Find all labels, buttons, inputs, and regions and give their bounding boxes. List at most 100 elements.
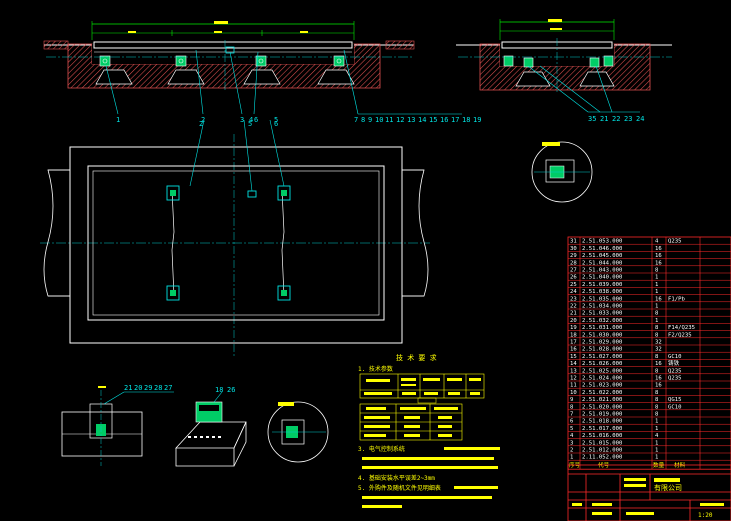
bom-code: 2.51.026.000 (582, 361, 622, 367)
bom-code: 2.51.019.000 (582, 412, 622, 418)
callout-label: 26 (227, 386, 235, 394)
bom-no: 3 (570, 440, 573, 446)
callout-label: 6 (254, 116, 258, 124)
bom-no: 7 (570, 412, 573, 418)
bom-code: 2.51.044.000 (582, 260, 622, 266)
callout-label: 21 (124, 384, 132, 392)
bom-qty: 8 (655, 412, 659, 418)
bom-qty: 8 (655, 311, 659, 317)
bom-material: QG15 (668, 397, 681, 403)
bom-qty: 32 (655, 347, 662, 353)
callout-label: 5 (274, 116, 278, 124)
bom-no: 2 (570, 448, 573, 454)
bom-qty: 16 (655, 383, 662, 389)
drawing-scale: 1:20 (698, 512, 713, 519)
bom-no: 21 (570, 311, 577, 317)
bom-qty: 1 (655, 419, 658, 425)
bom-no: 19 (570, 325, 577, 331)
bom-no: 26 (570, 275, 577, 281)
bom-qty: 8 (655, 325, 659, 331)
bom-material: Q235 (668, 239, 681, 245)
bom-code: 2.51.012.000 (582, 448, 622, 454)
bom-qty: 8 (655, 368, 659, 374)
bom-qty: 32 (655, 340, 662, 346)
detail-circle-bottom (267, 401, 329, 463)
bom-code: 2.51.016.000 (582, 433, 622, 439)
bom-qty: 16 (655, 296, 662, 302)
bom-qty: 8 (655, 332, 659, 338)
bom-qty: 8 (655, 268, 659, 274)
bom-code: 2.51.029.000 (582, 340, 622, 346)
bom-material: F2/Q235 (668, 332, 692, 338)
callout-label: 9 (368, 116, 372, 124)
tech-req-item: 5. 外购件及随机文件见明细表 (358, 484, 441, 492)
bom-qty: 16 (655, 361, 662, 367)
tech-req-item: 3. 电气控制系统 (358, 445, 405, 453)
tech-req-item: 4. 基础安装水平误差2~3mm (358, 474, 435, 482)
bom-code: 2.51.030.000 (582, 332, 622, 338)
detail-circle-top (531, 141, 593, 203)
callout-label: 19 (473, 116, 481, 124)
bom-qty: 1 (655, 282, 658, 288)
bom-no: 9 (570, 397, 573, 403)
bom-no: 24 (570, 289, 577, 295)
callout-label: 35 (588, 115, 596, 123)
bom-no: 18 (570, 332, 577, 338)
bom-no: 25 (570, 282, 577, 288)
bom-code: 2.51.043.000 (582, 268, 622, 274)
bom-material: F14/Q235 (668, 325, 695, 331)
bom-code: 2.51.024.000 (582, 376, 622, 382)
bom-no: 30 (570, 246, 577, 252)
callout-label: 22 (612, 115, 620, 123)
bom-no: 10 (570, 390, 577, 396)
bom-no: 22 (570, 304, 577, 310)
callout-label: 16 (440, 116, 448, 124)
callout-label: 11 (385, 116, 393, 124)
callout-label: 2 (201, 116, 205, 124)
bom-code: 2.51.022.000 (582, 390, 622, 396)
bom-code: 2.51.028.000 (582, 347, 622, 353)
callout-label: 12 (396, 116, 404, 124)
callout-label: 20 (134, 384, 142, 392)
bom-no: 17 (570, 340, 577, 346)
bom-code: 2.51.045.000 (582, 253, 622, 259)
title-block: 有限公司 1:20 (567, 464, 731, 521)
weighing-indicator-drawing (175, 391, 247, 467)
bom-material: 铸铁 (668, 359, 680, 367)
bom-material: GC10 (668, 404, 681, 410)
callout-label: 18 (462, 116, 470, 124)
callout-label: 14 (418, 116, 426, 124)
callout-label: 7 (354, 116, 358, 124)
bom-code: 2.51.020.000 (582, 404, 622, 410)
bom-no: 6 (570, 419, 573, 425)
bom-no: 12 (570, 376, 577, 382)
bom-no: 5 (570, 426, 573, 432)
bom-code: 2.51.039.000 (582, 282, 622, 288)
bom-qty: 16 (655, 253, 662, 259)
callout-label: 10 (375, 116, 383, 124)
bom-code: 2.51.046.000 (582, 246, 622, 252)
bom-code: 2.51.025.000 (582, 368, 622, 374)
technical-requirements: 技 术 要 求 1. 技术参数 (358, 353, 500, 508)
detail-1-callouts: 21 20 29 28 27 (124, 384, 172, 392)
bom-no: 1 (570, 455, 573, 461)
bom-code: 2.51.017.000 (582, 426, 622, 432)
side-section (456, 19, 672, 113)
bom-qty: 16 (655, 246, 662, 252)
plan-callouts: 2 5 6 (199, 120, 278, 128)
bom-material: Q235 (668, 368, 681, 374)
callout-label: 21 (600, 115, 608, 123)
bom-qty: 4 (655, 433, 659, 439)
callout-label: 15 (429, 116, 437, 124)
bom-no: 28 (570, 260, 577, 266)
detail-2-callouts: 18 26 (215, 386, 235, 394)
bom-qty: 8 (655, 390, 659, 396)
bom-qty: 1 (655, 440, 658, 446)
bom-code: 2.11.052.000 (582, 455, 622, 461)
callout-label: 8 (361, 116, 365, 124)
bom-qty: 1 (655, 289, 658, 295)
tech-req-heading: 技 术 要 求 (396, 353, 437, 362)
detail-mount-view (61, 386, 174, 466)
bom-code: 2.51.018.000 (582, 419, 622, 425)
